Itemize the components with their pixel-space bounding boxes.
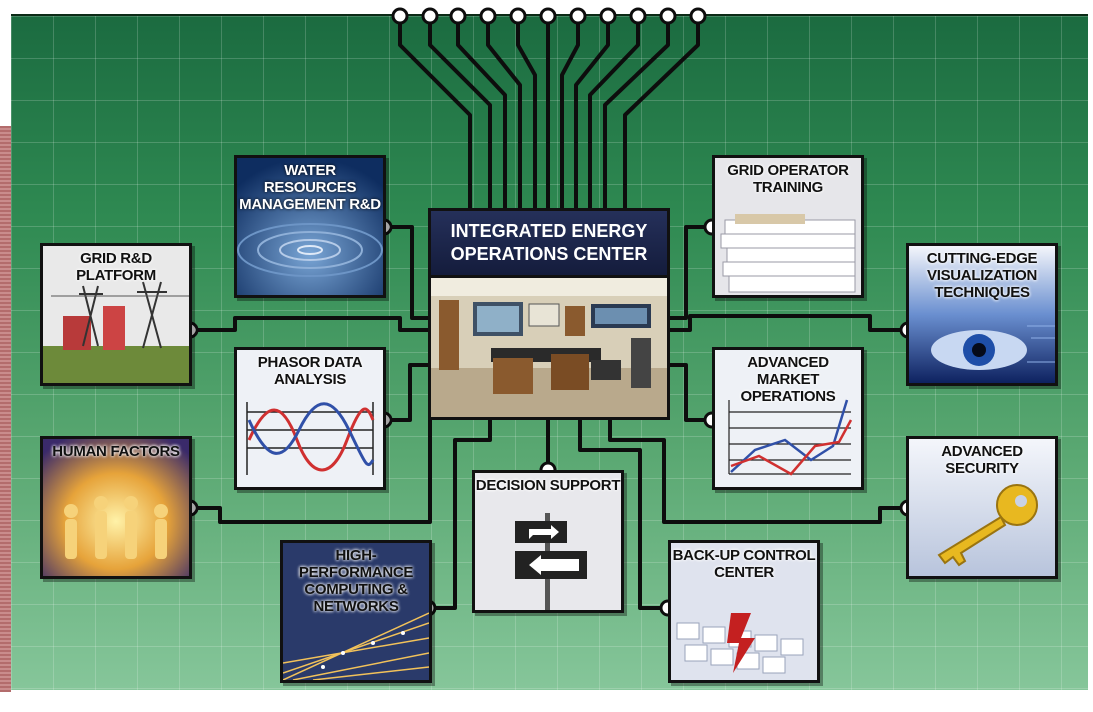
- card-grid-operator-training: GRID OPERATOR TRAINING: [712, 155, 864, 298]
- card-title-line2: CENTER: [714, 564, 774, 581]
- card-title-line1: GRID R&D PLATFORM: [76, 250, 156, 284]
- card-advanced-market-operations: ADVANCED MARKET OPERATIONS: [712, 347, 864, 490]
- card-visualization-techniques: CUTTING-EDGE VISUALIZATION TECHNIQUES: [906, 243, 1058, 386]
- card-title-line2: COMPUTING &: [304, 581, 408, 598]
- card-title: ADVANCED MARKET OPERATIONS: [715, 354, 861, 405]
- card-title: WATER RESOURCES MANAGEMENT R&D: [237, 162, 383, 213]
- card-title-line2: OPERATIONS: [740, 388, 836, 405]
- card-title-line1: CUTTING-EDGE: [926, 250, 1038, 267]
- card-title-line3: NETWORKS: [313, 598, 399, 615]
- card-title: GRID OPERATOR TRAINING: [715, 162, 861, 196]
- direction-signs-image: [475, 473, 621, 610]
- center-title-panel: INTEGRATED ENERGY OPERATIONS CENTER: [428, 208, 670, 278]
- card-human-factors: HUMAN FACTORS: [40, 436, 192, 579]
- card-title-line1: DECISION SUPPORT: [475, 477, 621, 494]
- card-title-line2: VISUALIZATION: [927, 267, 1037, 284]
- card-title-line1: HIGH-PERFORMANCE: [298, 547, 414, 581]
- card-title: DECISION SUPPORT: [475, 477, 621, 494]
- card-title-line1: GRID OPERATOR: [727, 162, 849, 179]
- power-plant-image: [43, 246, 189, 383]
- card-title: GRID R&D PLATFORM: [43, 250, 189, 284]
- eye-image: [909, 246, 1055, 383]
- card-advanced-security: ADVANCED SECURITY: [906, 436, 1058, 579]
- card-title: CUTTING-EDGE VISUALIZATION TECHNIQUES: [909, 250, 1055, 301]
- card-title-line1: ADVANCED SECURITY: [941, 443, 1023, 477]
- card-phasor-data-analysis: PHASOR DATA ANALYSIS: [234, 347, 386, 490]
- card-title: ADVANCED SECURITY: [909, 443, 1055, 477]
- top-margin: [0, 0, 1093, 14]
- card-title: HUMAN FACTORS: [43, 443, 189, 460]
- card-water-resources: WATER RESOURCES MANAGEMENT R&D: [234, 155, 386, 298]
- card-title: PHASOR DATA ANALYSIS: [237, 354, 383, 388]
- keyboard-lightning-image: [671, 543, 817, 680]
- card-title-line1: HUMAN FACTORS: [52, 443, 180, 460]
- left-edge-strip: [0, 126, 11, 692]
- market-chart-image: [715, 350, 861, 487]
- card-title-line3: TECHNIQUES: [934, 284, 1030, 301]
- card-title-line2: TRAINING: [752, 179, 824, 196]
- water-ripple-image: [237, 158, 383, 295]
- card-title: BACK-UP CONTROL CENTER: [671, 547, 817, 581]
- card-decision-support: DECISION SUPPORT: [472, 470, 624, 613]
- card-title: HIGH-PERFORMANCE COMPUTING & NETWORKS: [283, 547, 429, 615]
- center-title-line2: OPERATIONS CENTER: [450, 244, 648, 264]
- people-silhouettes-image: [43, 439, 189, 576]
- card-title-line1: BACK-UP CONTROL: [672, 547, 816, 564]
- card-title-line1: PHASOR DATA: [257, 354, 363, 371]
- center-title-line1: INTEGRATED ENERGY: [450, 221, 648, 241]
- phasor-waveform-image: [237, 350, 383, 487]
- card-title-line2: ANALYSIS: [273, 371, 347, 388]
- document-stack-image: [715, 158, 861, 295]
- key-image: [909, 439, 1055, 576]
- card-title-line1: ADVANCED MARKET: [747, 354, 829, 388]
- control-room-illustration: [428, 278, 670, 420]
- card-backup-control-center: BACK-UP CONTROL CENTER: [668, 540, 820, 683]
- fiber-optics-image: [283, 543, 429, 680]
- card-grid-rd-platform: GRID R&D PLATFORM: [40, 243, 192, 386]
- card-title-line2: MANAGEMENT R&D: [239, 196, 381, 213]
- card-title-line1: WATER RESOURCES: [263, 162, 357, 196]
- card-high-performance-computing: HIGH-PERFORMANCE COMPUTING & NETWORKS: [280, 540, 432, 683]
